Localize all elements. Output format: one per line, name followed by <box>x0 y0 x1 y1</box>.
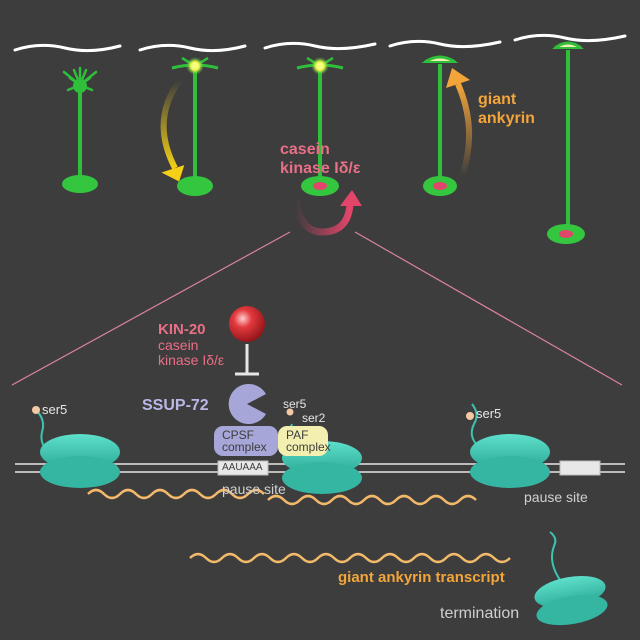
giant-ankyrin-label: giant ankyrin <box>478 91 535 127</box>
cpsf-label-line2: complex <box>222 440 267 454</box>
aauaaa-label: AAUAAA <box>222 462 263 473</box>
neuron-icon <box>547 41 585 244</box>
paf-label-line1: PAF <box>286 428 308 442</box>
transport-arrow-icon <box>160 78 185 182</box>
neuron-icon <box>62 66 98 193</box>
polymerase-icon <box>534 531 608 626</box>
ssup72-pacman-icon <box>228 383 266 424</box>
kin20-desc-line2: kinase Iδ/ε <box>158 352 224 368</box>
paf-complex <box>278 426 328 456</box>
ssup72-label: SSUP-72 <box>142 397 209 414</box>
polymerase-icon <box>32 406 120 488</box>
giant-ankyrin-line2: ankyrin <box>478 110 535 127</box>
casein-kinase-line1: casein <box>280 141 330 158</box>
pause-site-left-box <box>217 460 269 476</box>
neuron-icon <box>296 56 344 196</box>
kin20-ball-icon <box>229 306 265 342</box>
rna-transcripts <box>87 488 511 564</box>
pause-site-right-label: pause site <box>524 489 588 505</box>
cpsf-complex <box>214 426 278 456</box>
zoom-lines <box>11 231 623 386</box>
cycle-arrow-icon <box>291 190 362 236</box>
pause-site-left-label: pause site <box>222 481 286 497</box>
transport-arrow-icon <box>446 68 473 177</box>
cpsf-label-line1: CPSF <box>222 428 254 442</box>
polymerase-icon <box>466 403 550 488</box>
kin20-label: KIN-20 casein kinase Iδ/ε <box>158 321 224 368</box>
neuron-icon <box>171 56 219 196</box>
ser2-mid-label: ser2 <box>302 411 326 425</box>
giant-ankyrin-line1: giant <box>478 91 517 108</box>
termination-label: termination <box>440 605 519 622</box>
ser5-mid-label: ser5 <box>283 397 307 411</box>
kin20-name: KIN-20 <box>158 321 206 338</box>
ser5-right-label: ser5 <box>476 406 501 421</box>
paf-label-line2: complex <box>286 440 331 454</box>
neuron-icon <box>421 55 459 196</box>
inhibition-bar-icon <box>235 344 259 376</box>
casein-kinase-label: casein kinase Iδ/ε <box>280 141 361 177</box>
ser5-left-label: ser5 <box>42 402 67 417</box>
transcript-label: giant ankyrin transcript <box>338 569 505 586</box>
pause-site-right-box <box>559 460 601 476</box>
cuticle-lines <box>13 33 627 53</box>
kin20-desc-line1: casein <box>158 337 198 353</box>
casein-kinase-line2: kinase Iδ/ε <box>280 160 361 177</box>
